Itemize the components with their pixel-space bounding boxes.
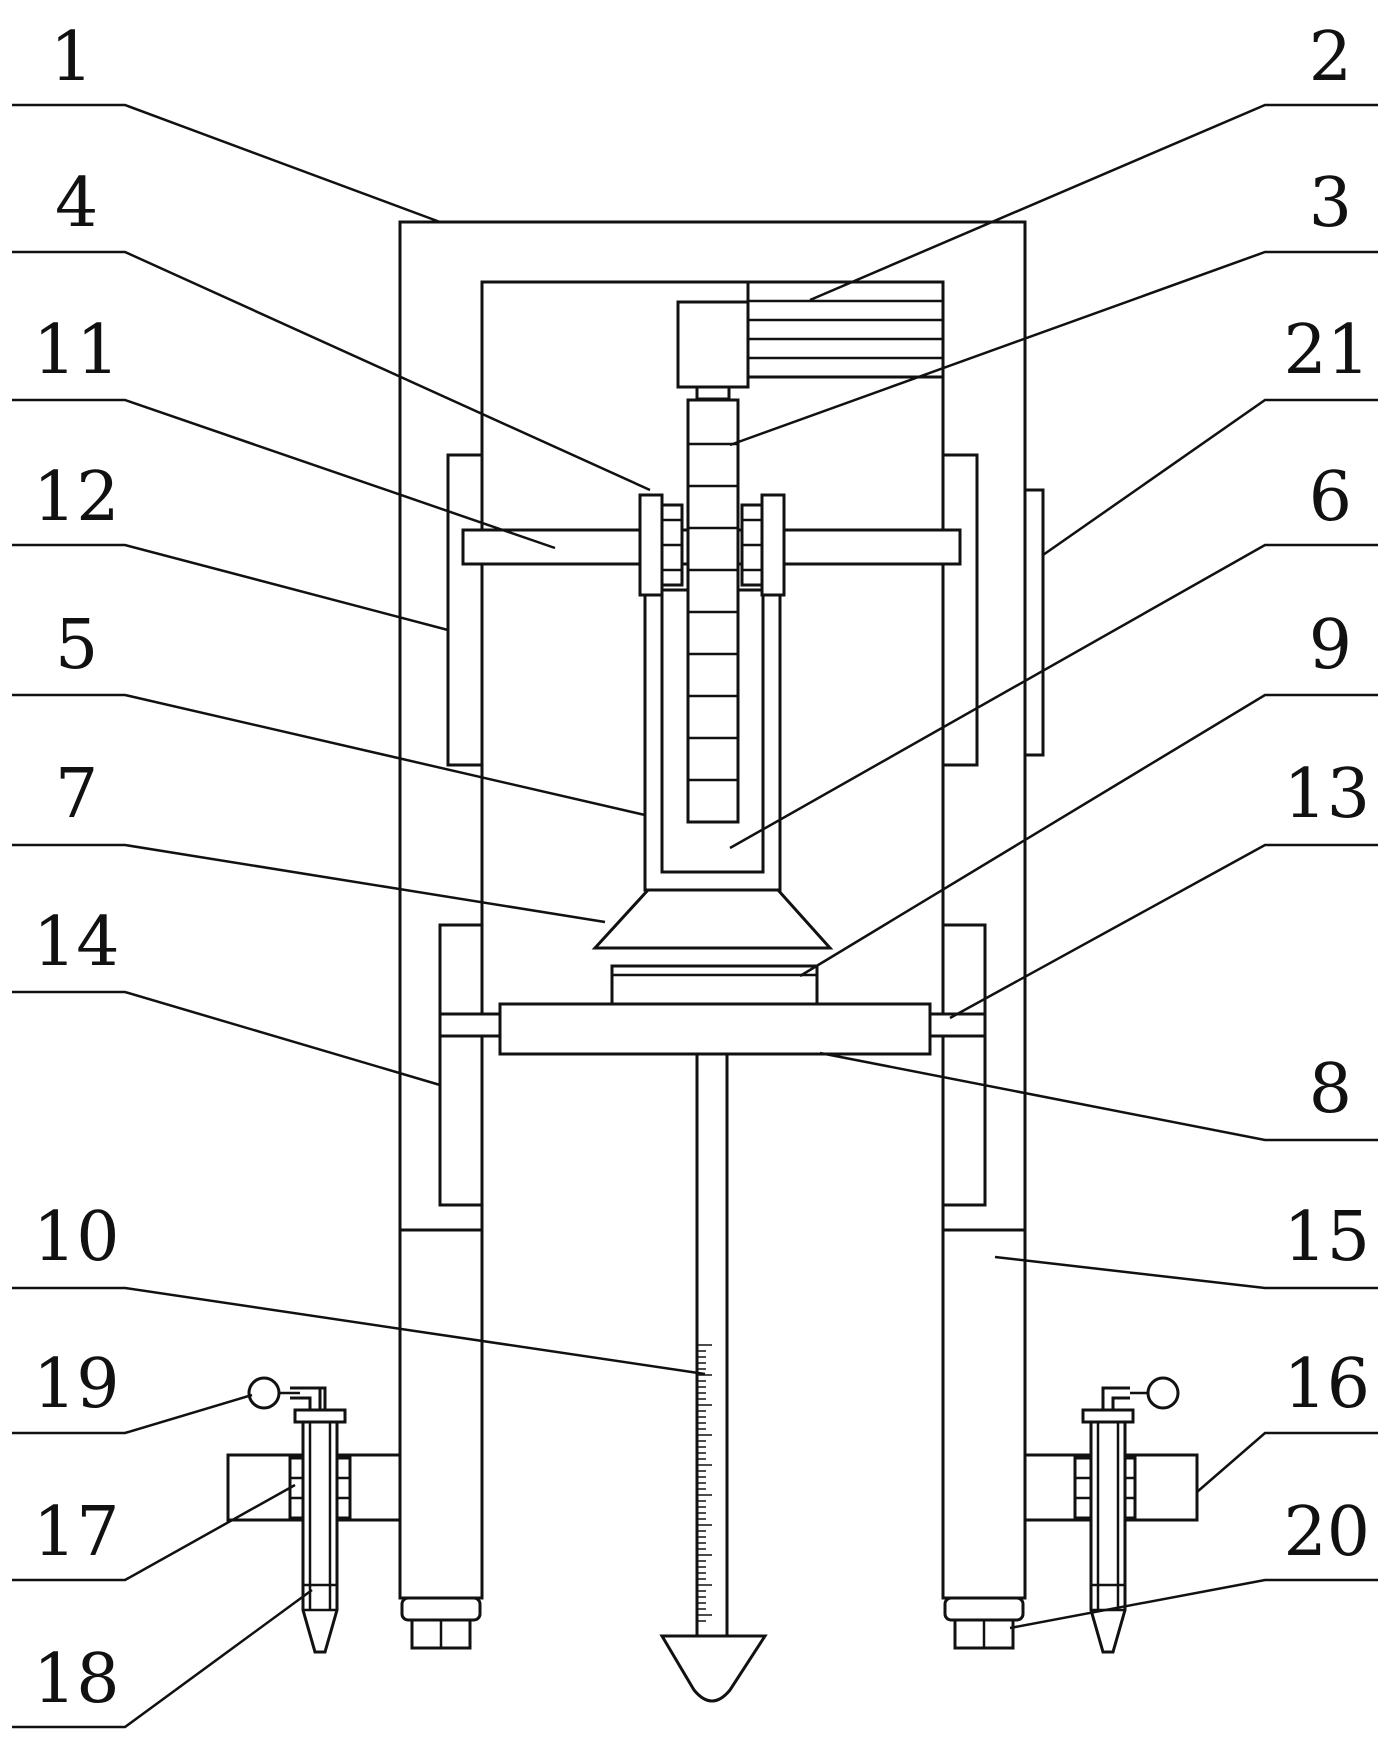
callout-5: 5 (55, 606, 98, 685)
right-leg-sleeve (941, 1228, 1027, 1600)
callout-17: 17 (33, 1493, 120, 1572)
callout-16: 16 (1283, 1345, 1370, 1424)
right-wheel (943, 1596, 1025, 1650)
motor (676, 280, 945, 401)
callout-7: 7 (55, 755, 98, 834)
callout-10: 10 (33, 1198, 120, 1277)
right-upper-guide (941, 453, 979, 767)
callout-1: 1 (50, 18, 93, 97)
callout-13: 13 (1283, 755, 1370, 834)
left-probe (247, 1376, 347, 1654)
callout-3: 3 (1309, 164, 1352, 243)
left-callouts: 1 4 11 12 5 7 14 10 19 17 18 (33, 18, 120, 1719)
callout-8: 8 (1309, 1050, 1352, 1129)
callout-15: 15 (1283, 1198, 1370, 1277)
callout-6: 6 (1309, 458, 1352, 537)
callout-21: 21 (1283, 311, 1370, 390)
platform-plate (498, 1002, 932, 1056)
nut-block (638, 493, 786, 597)
left-upper-guide (446, 453, 484, 767)
callout-12: 12 (33, 458, 120, 537)
left-leg-sleeve (398, 1228, 484, 1600)
callout-11: 11 (33, 311, 120, 390)
callout-18: 18 (33, 1640, 120, 1719)
pressure-pad (610, 964, 819, 1006)
right-slider (928, 1012, 987, 1038)
callout-9: 9 (1309, 606, 1352, 685)
right-probe (1081, 1376, 1180, 1654)
sampling-rod (659, 1052, 768, 1703)
leader-lines (12, 103, 1378, 1729)
left-slider (438, 1012, 502, 1038)
right-callouts: 2 3 21 6 9 13 8 15 16 20 (1283, 18, 1370, 1572)
callout-2: 2 (1309, 18, 1352, 97)
callout-4: 4 (55, 164, 98, 243)
callout-14: 14 (33, 903, 120, 982)
callout-19: 19 (33, 1345, 120, 1424)
press-head (591, 888, 834, 950)
lead-screw (686, 398, 740, 824)
left-lower-guide (438, 923, 484, 1207)
right-side-plate (1023, 488, 1045, 757)
right-lower-guide (941, 923, 987, 1207)
left-wheel (400, 1596, 482, 1650)
callout-20: 20 (1283, 1493, 1370, 1572)
